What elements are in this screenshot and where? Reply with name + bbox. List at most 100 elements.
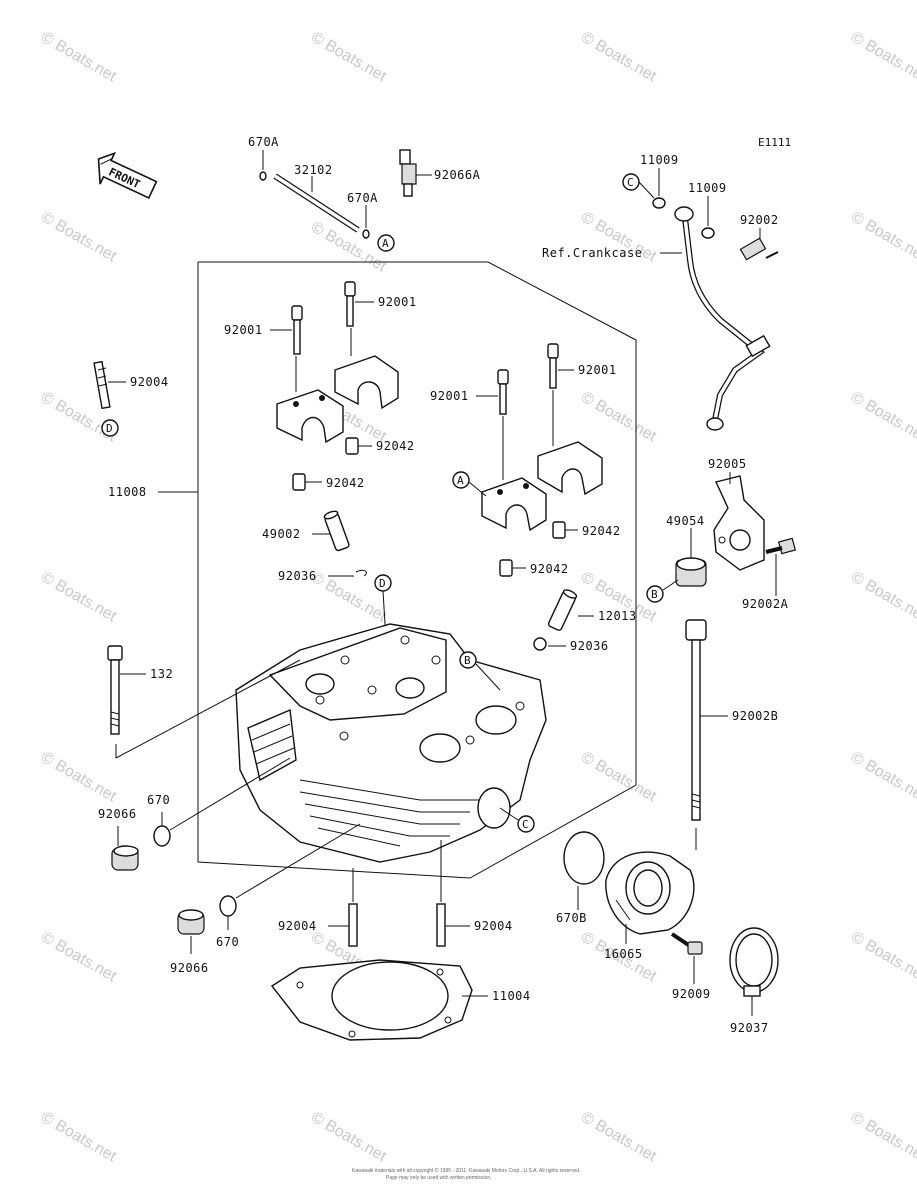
part-label: 92036 (278, 569, 317, 583)
chain-guide-icon (547, 589, 578, 631)
part-label: 92066 (170, 961, 209, 975)
carburetor-holder-icon (605, 851, 695, 935)
head-bolt-icon (107, 645, 123, 735)
o-ring-large-icon (563, 831, 605, 885)
part-label: 11008 (108, 485, 147, 499)
stud-bolt-icon (93, 360, 111, 410)
part-label: 92005 (708, 457, 747, 471)
svg-text:B: B (464, 654, 471, 667)
cylinder-head-icon (235, 623, 547, 863)
part-label: 92042 (326, 476, 365, 490)
callout-b-head (459, 651, 477, 669)
part-label: 16065 (604, 947, 643, 961)
svg-text:C: C (627, 176, 634, 189)
callout-d-left (101, 419, 119, 437)
part-label: 92002 (740, 213, 779, 227)
part-label: 92002B (732, 709, 778, 723)
tensioner-cover-icon (713, 475, 765, 571)
circlip-icon (355, 569, 367, 577)
plug-lower-icon (177, 909, 205, 935)
valve-lifter-icon (323, 510, 350, 552)
part-label: 92001 (578, 363, 617, 377)
part-label: 11009 (640, 153, 679, 167)
part-label: 92001 (378, 295, 417, 309)
part-label: 92004 (130, 375, 169, 389)
svg-text:© Boats.net: © Boats.net (38, 1109, 120, 1166)
part-label: 92066A (434, 168, 481, 182)
svg-text:C: C (522, 818, 529, 831)
part-label: 92042 (582, 524, 621, 538)
part-label: 92036 (570, 639, 609, 653)
part-label: 670A (248, 135, 279, 149)
camshaft-cap-left-icon (276, 281, 399, 444)
svg-text:© Boats.net: © Boats.net (848, 929, 917, 986)
bolt-small-icon (765, 537, 797, 555)
part-label: 670 (216, 935, 239, 949)
part-label: 92002A (742, 597, 789, 611)
part-label: 92037 (730, 1021, 769, 1035)
copyright-line-1: Kawasaki materials with all copyright © … (352, 1167, 580, 1174)
diagram-code: E1111 (758, 136, 791, 149)
part-label: 92001 (430, 389, 469, 403)
svg-text:© Boats.net: © Boats.net (578, 389, 660, 446)
head-gasket-icon (270, 959, 473, 1041)
svg-text:© Boats.net: © Boats.net (848, 749, 917, 806)
hose-clamp-icon (729, 927, 779, 997)
callout-a-mid (452, 471, 470, 489)
oil-pressure-switch-icon (399, 149, 417, 197)
part-label: 670B (556, 911, 587, 925)
ref-crankcase-label: Ref.Crankcase (542, 246, 642, 260)
svg-text:© Boats.net: © Boats.net (38, 569, 120, 626)
part-label: 49002 (262, 527, 301, 541)
callout-c-head (517, 815, 535, 833)
svg-text:© Boats.net: © Boats.net (848, 209, 917, 266)
part-label: 92001 (224, 323, 263, 337)
svg-text:A: A (382, 237, 389, 250)
svg-text:D: D (379, 577, 386, 590)
part-label: 132 (150, 667, 173, 681)
part-label: 92009 (672, 987, 711, 1001)
plug-icon (111, 845, 139, 871)
part-label: 92066 (98, 807, 137, 821)
part-label: 12013 (598, 609, 637, 623)
svg-text:© Boats.net: © Boats.net (308, 1109, 390, 1166)
part-label: 92004 (278, 919, 317, 933)
svg-text:© Boats.net: © Boats.net (308, 29, 390, 86)
part-label: 92004 (474, 919, 513, 933)
svg-text:A: A (457, 474, 464, 487)
svg-text:© Boats.net: © Boats.net (848, 1109, 917, 1166)
circlip-ring-icon (533, 637, 547, 651)
holder-bolt-icon (670, 932, 703, 955)
svg-text:© Boats.net: © Boats.net (578, 749, 660, 806)
long-bolt-icon (685, 619, 707, 821)
part-label: 32102 (294, 163, 333, 177)
o-ring-lower-icon (219, 895, 237, 917)
svg-text:© Boats.net: © Boats.net (38, 929, 120, 986)
svg-text:D: D (106, 422, 113, 435)
o-ring-icon (153, 825, 171, 847)
part-label: 670A (347, 191, 378, 205)
part-label: 92042 (376, 439, 415, 453)
oil-pipe-rod (259, 171, 370, 239)
copyright-line-2: Page may only be used with written permi… (386, 1175, 492, 1181)
camshaft-cap-right-icon (481, 343, 603, 532)
svg-text:© Boats.net: © Boats.net (578, 29, 660, 86)
cylinder-head-assembly-frame (197, 261, 637, 879)
callout-b-right (646, 585, 664, 603)
callout-a-top (377, 234, 395, 252)
svg-text:© Boats.net: © Boats.net (578, 1109, 660, 1166)
svg-text:© Boats.net: © Boats.net (38, 749, 120, 806)
oil-pipe-icon (652, 197, 779, 431)
front-arrow-icon: FRONT (97, 151, 158, 199)
svg-text:B: B (651, 588, 658, 601)
tensioner-plug-icon (675, 557, 707, 587)
part-label: 11009 (688, 181, 727, 195)
svg-text:© Boats.net: © Boats.net (38, 209, 120, 266)
part-label: 92042 (530, 562, 569, 576)
stud-lower-icon (348, 903, 446, 947)
svg-text:© Boats.net: © Boats.net (848, 29, 917, 86)
part-label: 670 (147, 793, 170, 807)
part-label: 11004 (492, 989, 531, 1003)
